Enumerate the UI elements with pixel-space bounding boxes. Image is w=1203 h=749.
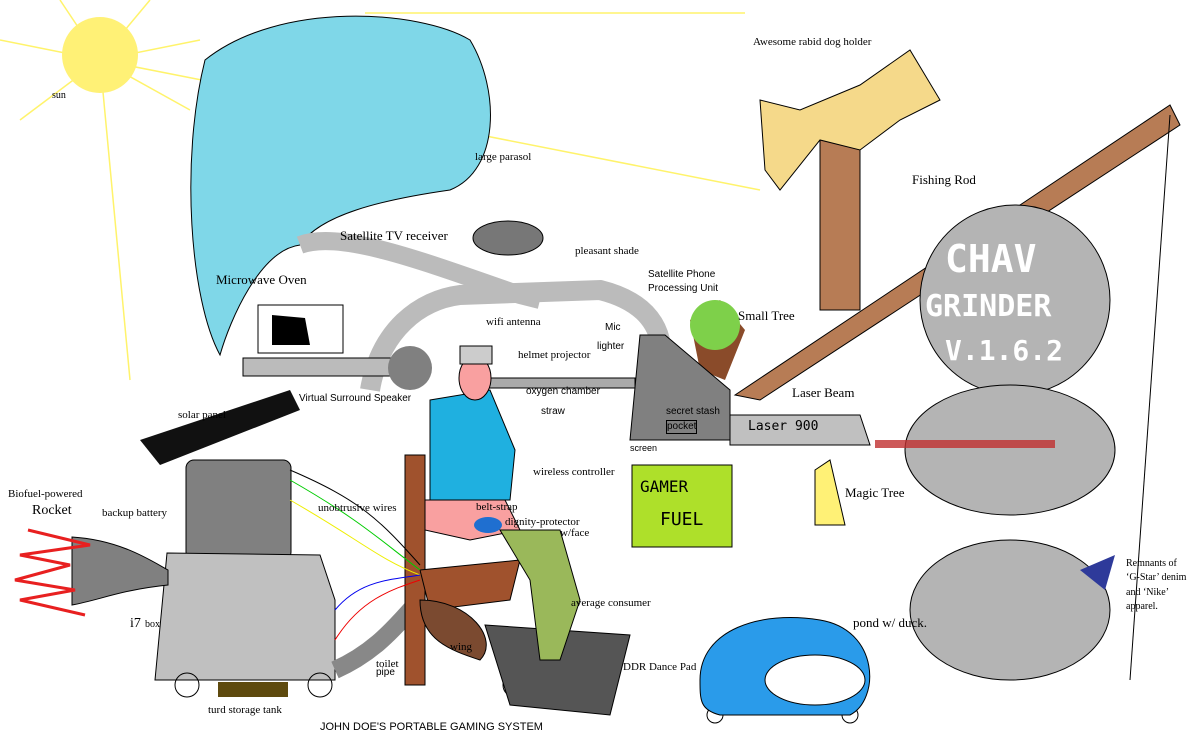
chair-seat <box>419 559 521 611</box>
label-speaker: Virtual Surround Speaker <box>299 393 412 404</box>
label-controller: wireless controller <box>533 466 615 478</box>
label-i7-box: box <box>145 619 160 630</box>
laser-device-text: Laser 900 <box>748 419 819 434</box>
label-remnants-3: and ‘Nike’ <box>1126 587 1170 598</box>
label-fishing-rod: Fishing Rod <box>912 172 976 187</box>
grinder-text-2: GRINDER <box>925 289 1052 324</box>
label-solar-panel: solar panel <box>178 409 226 421</box>
satellite-dish <box>472 220 544 256</box>
label-small-tree: Small Tree <box>738 308 795 323</box>
label-consumer: average consumer <box>571 597 651 609</box>
grinder-text-1: CHAV <box>945 237 1037 281</box>
label-remnants-2: ‘G-Star’ denim <box>1126 572 1187 583</box>
backup-battery <box>185 459 292 561</box>
rocket <box>71 536 169 606</box>
label-i7: i7 <box>130 616 141 631</box>
denim-remnants <box>1080 555 1115 590</box>
label-phone-unit-1: Satellite Phone <box>648 269 716 280</box>
label-mic: Mic <box>605 322 621 333</box>
gamer-fuel-text-1: GAMER <box>640 477 689 496</box>
label-dignity: dignity-protector <box>505 516 580 528</box>
label-dignity-face: w/face <box>560 527 590 539</box>
rabid-dog <box>759 49 941 191</box>
drawing-title: JOHN DOE'S PORTABLE GAMING SYSTEM <box>320 721 543 733</box>
i7-box <box>154 552 336 681</box>
wires <box>289 469 421 641</box>
label-wing: wing <box>450 641 472 653</box>
fishing-line <box>1129 114 1171 681</box>
label-helmet-projector: helmet projector <box>518 349 591 361</box>
label-microwave: Microwave Oven <box>216 272 307 287</box>
magic-tree <box>814 459 846 526</box>
gamer-fuel-text-2: FUEL <box>660 509 704 530</box>
microwave-door <box>272 315 310 345</box>
label-parasol: large parasol <box>475 151 532 163</box>
label-screen: screen <box>630 443 658 453</box>
label-phone-unit-2: Processing Unit <box>648 283 719 294</box>
parasol <box>190 15 491 357</box>
gamer-fuel-tank <box>631 464 733 548</box>
label-toilet-2: pipe <box>376 667 395 678</box>
chav-grinder <box>904 204 1116 681</box>
grinder-text-3: V.1.6.2 <box>945 334 1064 367</box>
label-turd: turd storage tank <box>208 704 282 716</box>
label-rocket-1: Biofuel-powered <box>8 488 83 500</box>
frame-arm <box>360 279 670 392</box>
label-laser-beam: Laser Beam <box>792 385 855 400</box>
turd-storage-tank <box>218 682 288 697</box>
label-shade: pleasant shade <box>575 245 639 257</box>
label-remnants-4: apparel. <box>1126 601 1158 612</box>
rocket-flame <box>14 528 91 617</box>
speaker <box>388 346 432 390</box>
label-rocket-2: Rocket <box>32 503 72 518</box>
helmet <box>459 345 493 365</box>
solar-panel <box>140 390 300 465</box>
sun <box>62 17 138 93</box>
label-toilet-1: toilet <box>376 658 399 670</box>
label-lighter: lighter <box>597 341 625 352</box>
dignity-protector <box>474 517 502 533</box>
label-remnants-1: Remnants of <box>1126 558 1177 569</box>
ddr-dance-pad <box>484 624 631 716</box>
label-magic-tree: Magic Tree <box>845 485 905 500</box>
label-oxygen: oxygen chamber <box>526 386 600 397</box>
label-straw: straw <box>541 406 565 417</box>
dog-pole <box>819 139 861 311</box>
label-stash-1: secret stash <box>666 406 720 417</box>
label-belt: belt-strap <box>476 501 518 513</box>
label-pond: pond w/ duck. <box>853 615 928 630</box>
label-dog-holder: Awesome rabid dog holder <box>753 36 872 48</box>
person-shirt <box>429 389 516 501</box>
laser-device <box>729 414 871 446</box>
wing <box>419 599 487 661</box>
small-tree-foliage <box>690 300 740 350</box>
label-satellite-tv: Satellite TV receiver <box>340 228 448 243</box>
label-stash-2: pocket <box>666 420 698 434</box>
duck <box>764 654 866 706</box>
label-ddr: DDR Dance Pad <box>623 661 697 673</box>
label-battery: backup battery <box>102 507 168 519</box>
label-wires: unobtrusive wires <box>318 502 397 514</box>
label-sun: sun <box>52 90 66 101</box>
laser-beam <box>875 440 1055 448</box>
person-legs <box>499 529 581 661</box>
label-wifi: wifi antenna <box>486 316 541 328</box>
